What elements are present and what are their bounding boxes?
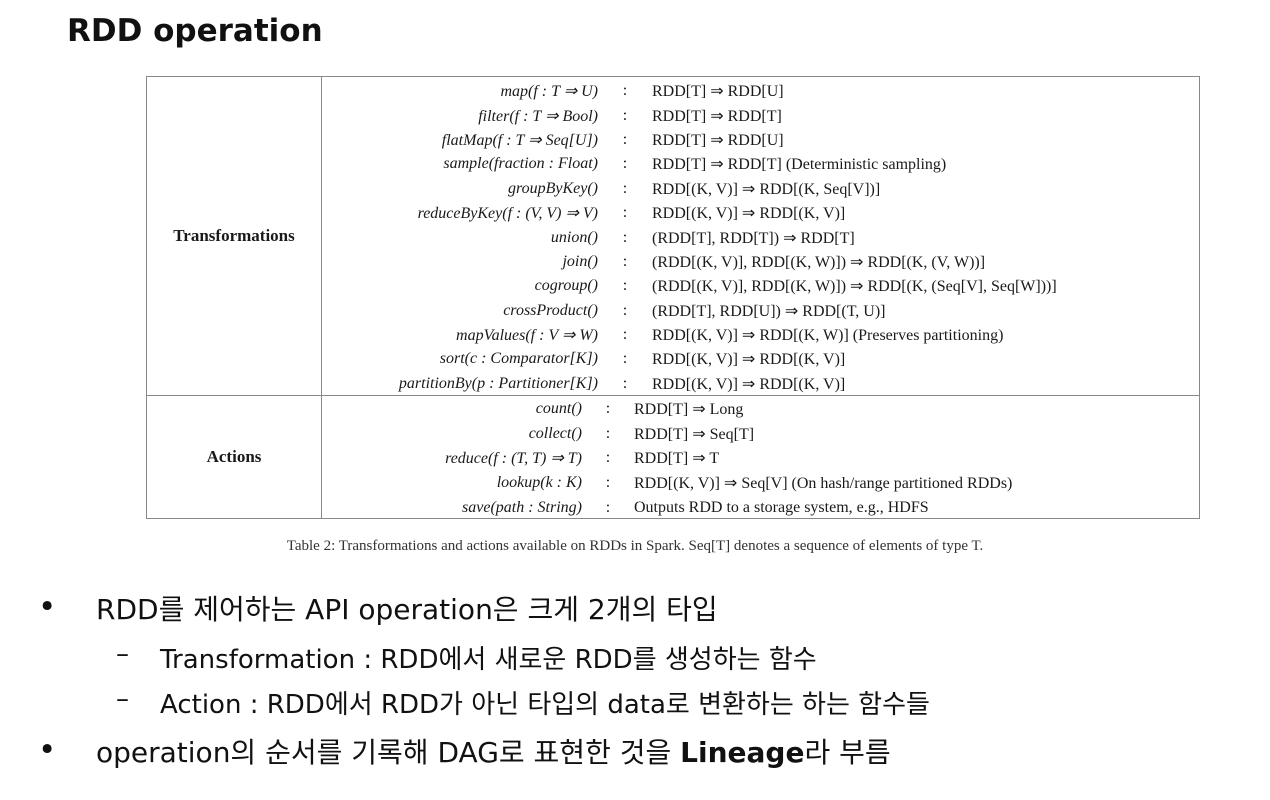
bullet-marker: • [38, 732, 57, 768]
table-row: cogroup(): (RDD[(K, V)], RDD[(K, W)]) ⇒ R… [322, 274, 1199, 298]
table-caption: Table 2: Transformations and actions ava… [286, 538, 984, 554]
sub-bullet-transformation: Transformation : RDD에서 새로운 RDD를 생성하는 함수 [160, 645, 817, 675]
operation-name: crossProduct() [503, 301, 598, 319]
operation-signature: RDD[(K, V)] ⇒ Seq[V] (On hash/range part… [634, 475, 1013, 493]
operation-name: mapValues(f : V ⇒ W) [456, 327, 598, 345]
operation-name: join() [562, 252, 598, 270]
rdd-operations-table: Transformations map(f : T ⇒ U): RDD[T] ⇒ … [146, 76, 1200, 519]
table-row: map(f : T ⇒ U): RDD[T] ⇒ RDD[U] [322, 79, 1199, 103]
table-row: mapValues(f : V ⇒ W): RDD[(K, V)] ⇒ RDD[(… [322, 323, 1199, 347]
separator: : [605, 474, 611, 492]
separator: : [622, 326, 628, 344]
operation-signature: RDD[(K, V)] ⇒ RDD[(K, V)] [652, 205, 846, 223]
operation-signature: RDD[(K, V)] ⇒ RDD[(K, V)] [652, 351, 846, 369]
transformations-label: Transformations [147, 77, 322, 395]
separator: : [622, 350, 628, 368]
transformations-rows: map(f : T ⇒ U): RDD[T] ⇒ RDD[U] filter(f :… [322, 79, 1199, 396]
separator: : [622, 179, 628, 197]
separator: : [622, 374, 628, 392]
operation-signature: RDD[T] ⇒ T [634, 450, 720, 468]
table-row: count(): RDD[T] ⇒ Long [322, 397, 1199, 422]
table-row: partitionBy(p : Partitioner[K]): RDD[(K, … [322, 372, 1199, 396]
operation-signature: RDD[T] ⇒ Seq[T] [634, 425, 755, 443]
table-row: sample(fraction : Float): RDD[T] ⇒ RDD[T]… [322, 152, 1199, 176]
table-row: collect(): RDD[T] ⇒ Seq[T] [322, 422, 1199, 447]
bullet-marker: • [38, 589, 57, 625]
separator: : [605, 449, 611, 467]
operation-name: groupByKey() [507, 179, 598, 197]
transformations-group: Transformations map(f : T ⇒ U): RDD[T] ⇒ … [147, 77, 1199, 396]
dash-marker: – [116, 639, 129, 669]
bullet-lineage: operation의 순서를 기록해 DAG로 표현한 것을 Lineage라 … [96, 731, 891, 771]
page-title: RDD operation [67, 13, 323, 49]
operation-name: sample(fraction : Float) [443, 155, 598, 173]
operation-signature: RDD[T] ⇒ Long [634, 401, 744, 419]
operation-signature: (RDD[T], RDD[U]) ⇒ RDD[(T, U)] [652, 302, 886, 320]
table-row: save(path : String): Outputs RDD to a sto… [322, 495, 1199, 520]
operation-signature: Outputs RDD to a storage system, e.g., H… [634, 498, 929, 516]
operation-name: partitionBy(p : Partitioner[K]) [398, 374, 598, 392]
operation-signature: (RDD[(K, V)], RDD[(K, W)]) ⇒ RDD[(K, (V,… [652, 253, 986, 271]
lineage-text-post: 라 부름 [804, 736, 891, 769]
separator: : [605, 498, 611, 516]
separator: : [605, 424, 611, 442]
operation-signature: RDD[T] ⇒ RDD[U] [652, 131, 784, 149]
operation-signature: RDD[(K, V)] ⇒ RDD[(K, W)] (Preserves par… [652, 327, 1004, 345]
actions-label: Actions [147, 395, 322, 518]
operation-name: flatMap(f : T ⇒ Seq[U]) [441, 131, 598, 149]
table-row: groupByKey(): RDD[(K, V)] ⇒ RDD[(K, Seq[V… [322, 177, 1199, 201]
sub-bullet-action: Action : RDD에서 RDD가 아닌 타입의 data로 변환하는 하는… [160, 690, 930, 720]
dash-marker: – [116, 684, 129, 714]
operation-name: map(f : T ⇒ U) [500, 83, 598, 101]
operation-name: collect() [528, 424, 582, 442]
separator: : [622, 82, 628, 100]
operation-name: cogroup() [534, 277, 598, 295]
lineage-text-pre: operation의 순서를 기록해 DAG로 표현한 것을 [96, 736, 681, 769]
table-row: join(): (RDD[(K, V)], RDD[(K, W)]) ⇒ RDD[… [322, 250, 1199, 274]
lineage-term: Lineage [680, 736, 805, 769]
separator: : [622, 277, 628, 295]
operation-signature: RDD[T] ⇒ RDD[U] [652, 83, 784, 101]
table-row: filter(f : T ⇒ Bool): RDD[T] ⇒ RDD[T] [322, 103, 1199, 127]
operation-signature: (RDD[T], RDD[T]) ⇒ RDD[T] [652, 229, 855, 247]
table-row: flatMap(f : T ⇒ Seq[U]): RDD[T] ⇒ RDD[U] [322, 128, 1199, 152]
table-row: crossProduct(): (RDD[T], RDD[U]) ⇒ RDD[(T… [322, 299, 1199, 323]
operation-name: union() [550, 228, 598, 246]
bullet-api-types: RDD를 제어하는 API operation은 크게 2개의 타입 [96, 593, 718, 626]
operation-name: reduceByKey(f : (V, V) ⇒ V) [417, 205, 598, 223]
separator: : [622, 106, 628, 124]
operation-name: count() [535, 400, 582, 418]
separator: : [622, 130, 628, 148]
operation-signature: RDD[T] ⇒ RDD[T] [652, 107, 782, 125]
separator: : [622, 155, 628, 173]
table-row: sort(c : Comparator[K]): RDD[(K, V)] ⇒ RD… [322, 347, 1199, 371]
operation-signature: (RDD[(K, V)], RDD[(K, W)]) ⇒ RDD[(K, (Se… [652, 278, 1057, 296]
separator: : [605, 400, 611, 418]
operation-name: save(path : String) [462, 498, 582, 516]
separator: : [622, 301, 628, 319]
operation-signature: RDD[(K, V)] ⇒ RDD[(K, Seq[V])] [652, 180, 881, 198]
operation-signature: RDD[(K, V)] ⇒ RDD[(K, V)] [652, 375, 846, 393]
table-row: lookup(k : K): RDD[(K, V)] ⇒ Seq[V] (On h… [322, 471, 1199, 496]
operation-name: filter(f : T ⇒ Bool) [478, 107, 598, 125]
actions-group: Actions count(): RDD[T] ⇒ Long collect(): R… [147, 395, 1199, 518]
table-row: union(): (RDD[T], RDD[T]) ⇒ RDD[T] [322, 225, 1199, 249]
actions-rows: count(): RDD[T] ⇒ Long collect(): RDD[T] ⇒ … [322, 397, 1199, 520]
separator: : [622, 204, 628, 222]
table-row: reduce(f : (T, T) ⇒ T): RDD[T] ⇒ T [322, 446, 1199, 471]
operation-name: lookup(k : K) [496, 474, 582, 492]
separator: : [622, 228, 628, 246]
operation-signature: RDD[T] ⇒ RDD[T] (Deterministic sampling) [652, 156, 947, 174]
operation-name: sort(c : Comparator[K]) [439, 350, 598, 368]
table-row: reduceByKey(f : (V, V) ⇒ V): RDD[(K, V)] … [322, 201, 1199, 225]
operation-name: reduce(f : (T, T) ⇒ T) [445, 450, 582, 468]
separator: : [622, 252, 628, 270]
